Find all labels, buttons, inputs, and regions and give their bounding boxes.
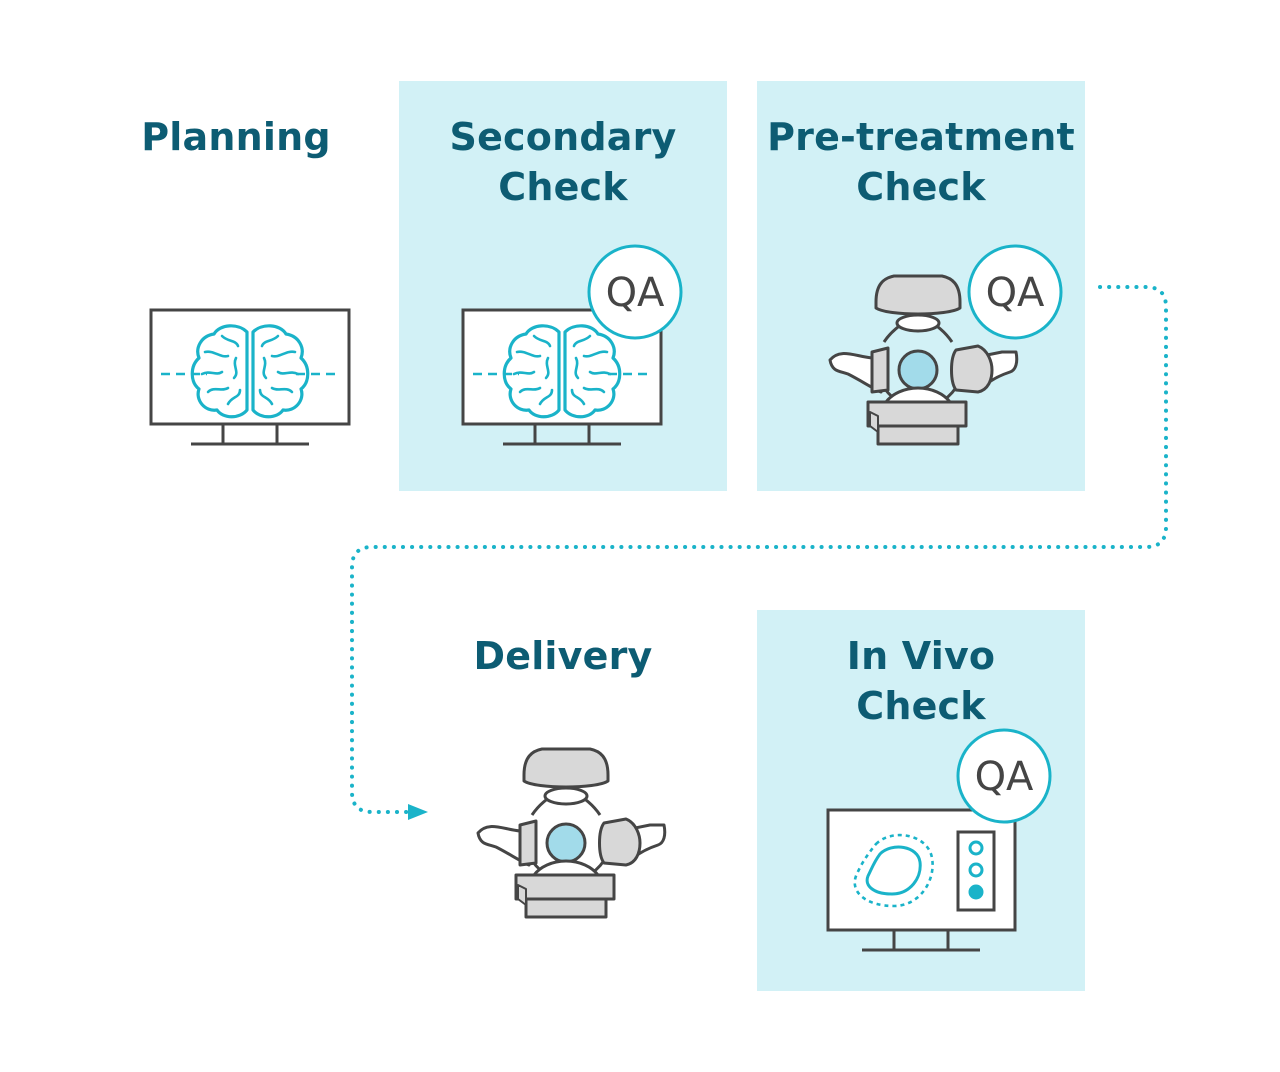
invivo-monitor-contour-icon [826,808,1017,952]
step-label-secondary-check: Secondary Check [449,115,677,209]
svg-text:QA: QA [986,270,1045,316]
planning-monitor-brain-icon [149,308,351,446]
step-label-pretreatment-check: Pre-treatment Check [767,115,1075,209]
step-label-planning: Planning [141,115,331,159]
delivery-machine-icon [476,747,667,919]
qa-badge-secondary: QA [587,244,683,340]
svg-text:QA: QA [606,270,665,316]
svg-text:QA: QA [975,754,1034,800]
qa-badge-pretreatment: QA [967,244,1063,340]
qa-badge-invivo: QA [956,728,1052,824]
step-label-delivery: Delivery [473,634,653,678]
dotted-connector [350,285,1168,814]
step-label-invivo-check: In Vivo Check [846,634,996,728]
secondary-monitor-brain-icon [461,308,663,446]
arrow-head-icon [408,804,428,820]
